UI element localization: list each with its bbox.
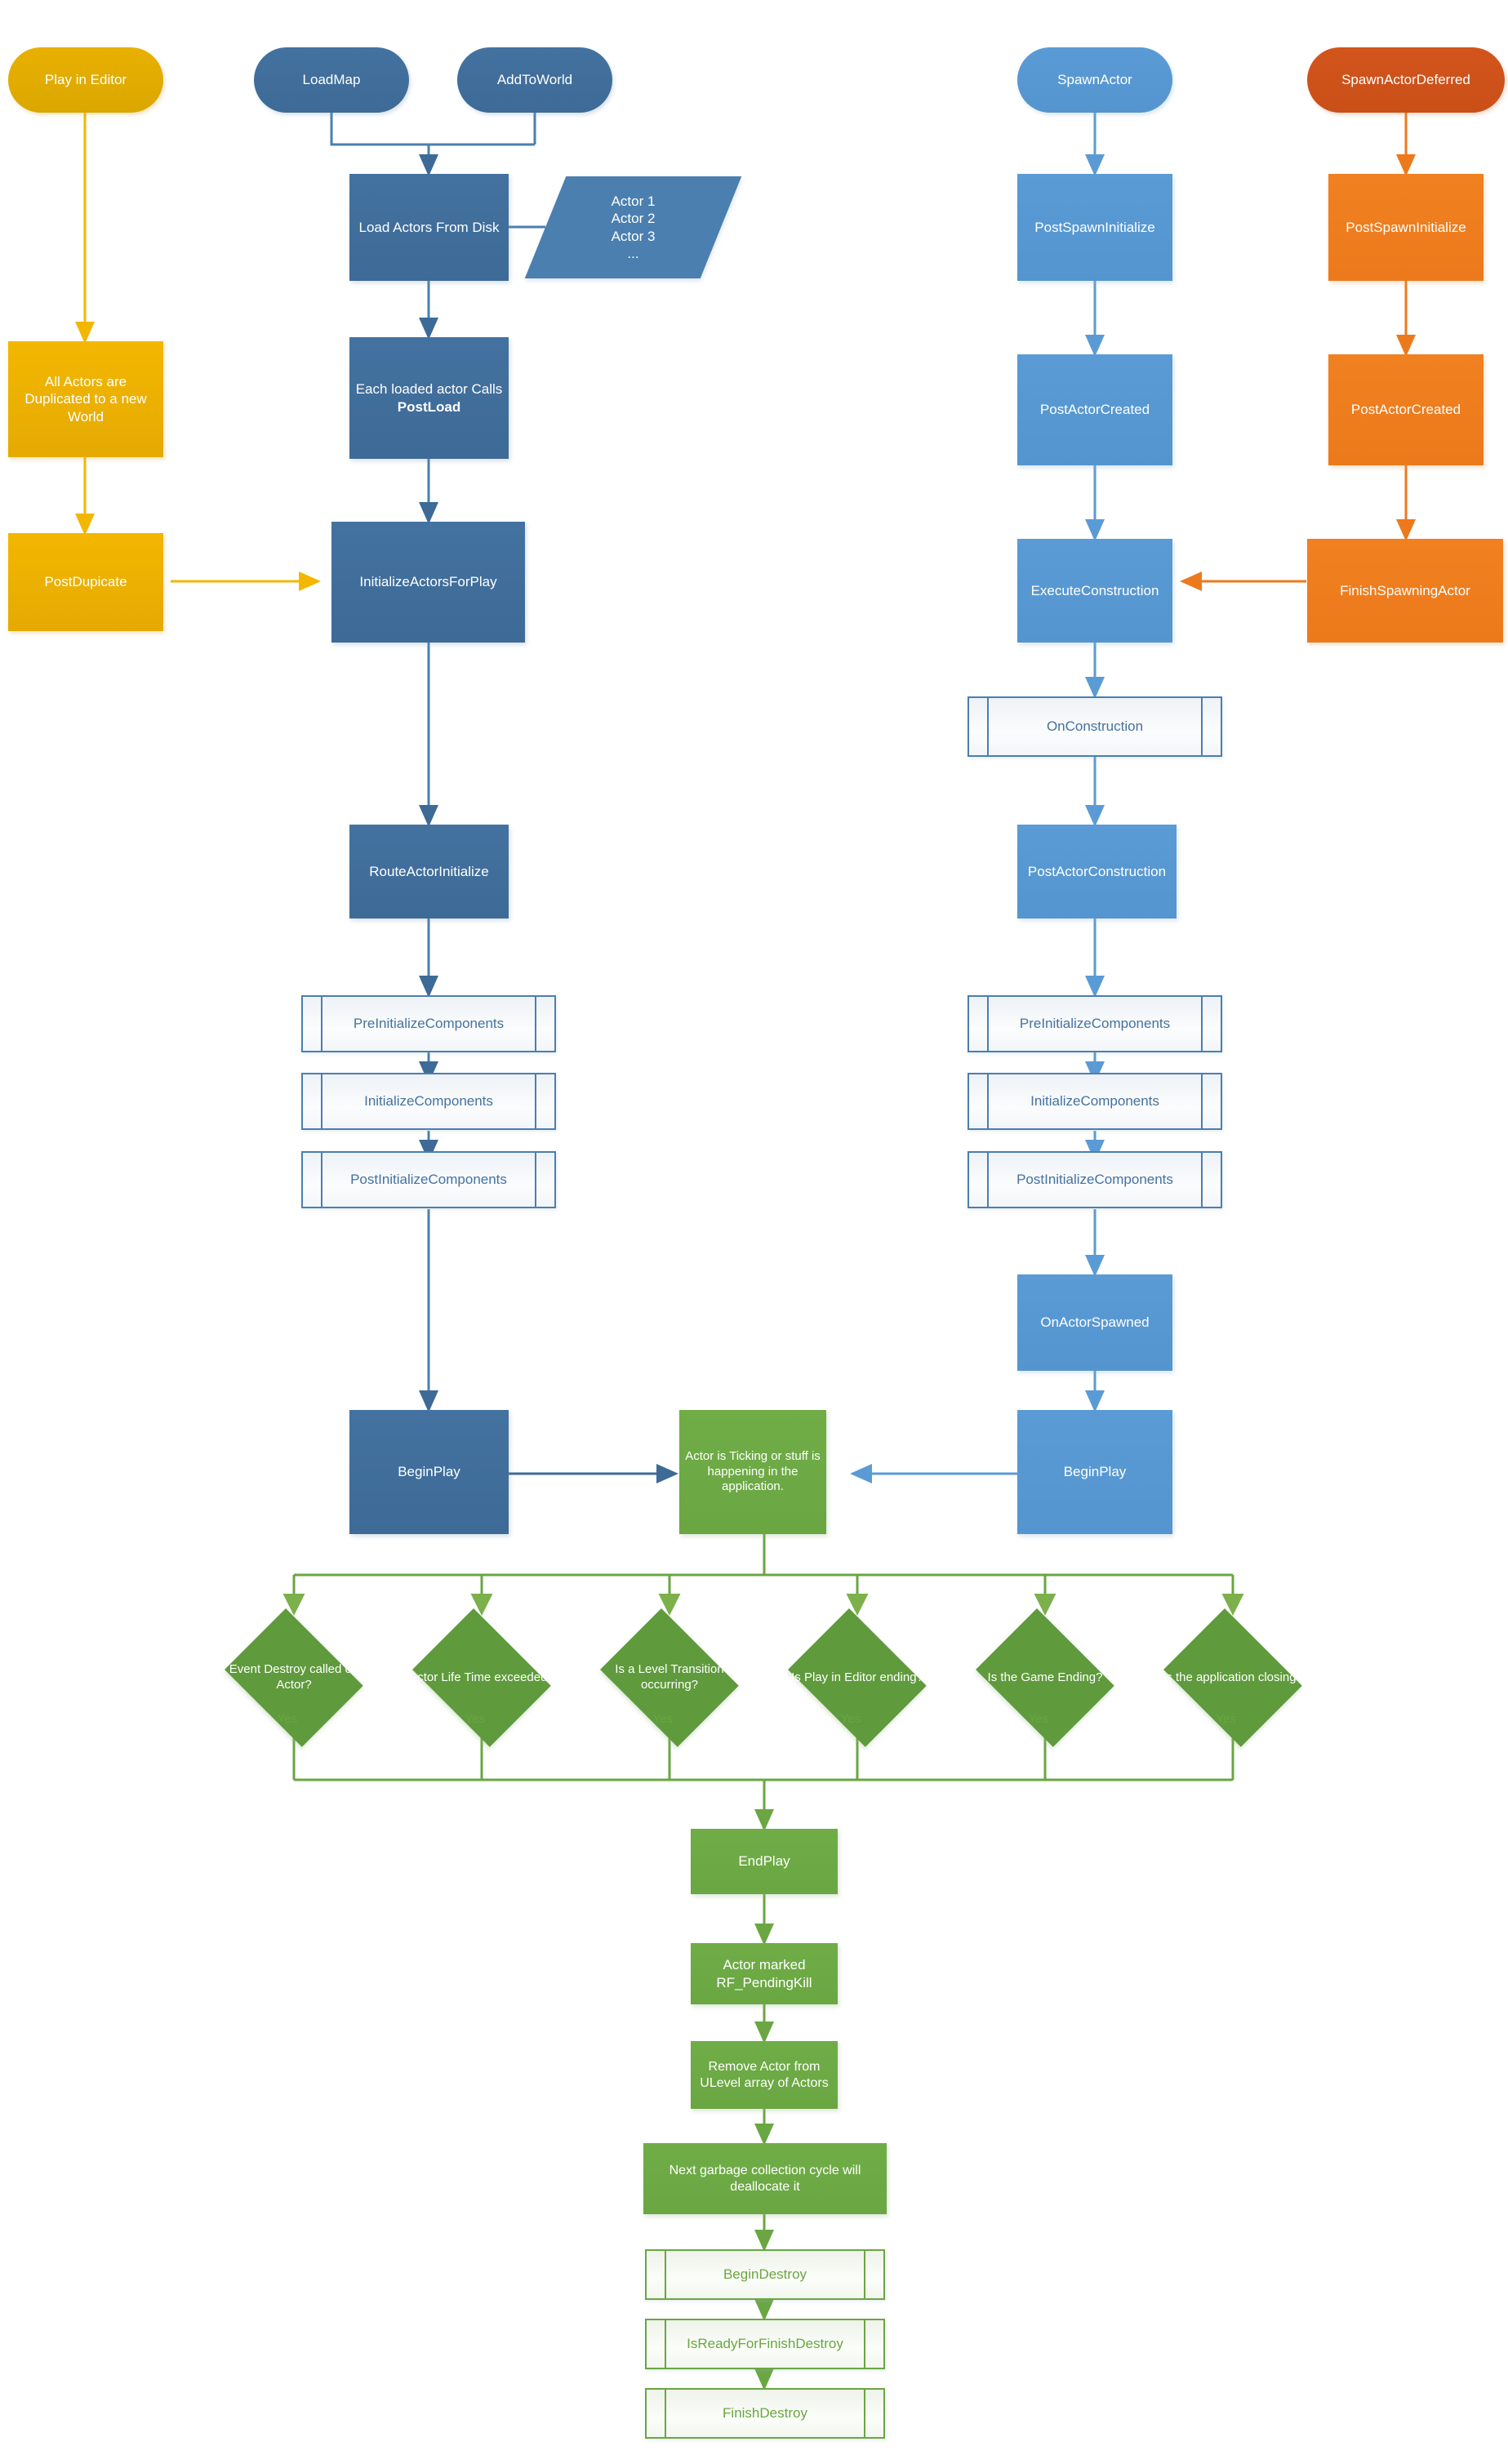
node-label: PostActorConstruction [1027,863,1167,879]
node-label: Next garbage collection cycle will deall… [669,2163,861,2194]
node-label: Each loaded actor Calls PostLoad [355,381,503,415]
node-label: PreInitializeComponents [353,1016,505,1032]
node-end-play[interactable]: EndPlay [691,1829,838,1894]
node-each-loaded-actor-postload[interactable]: Each loaded actor Calls PostLoad [349,337,509,459]
node-pre-initialize-components-left[interactable]: PreInitializeComponents [301,995,556,1052]
edge-label-yes-event-destroy: Yes [277,1712,297,1726]
node-post-initialize-components-left[interactable]: PostInitializeComponents [301,1151,556,1208]
node-is-ready-for-finish-destroy[interactable]: IsReadyForFinishDestroy [645,2319,885,2369]
decision-level-transition[interactable]: Is a Level Transition occurring? [592,1608,747,1747]
node-label: SpawnActorDeferred [1341,72,1470,88]
node-on-actor-spawned[interactable]: OnActorSpawned [1017,1274,1172,1371]
node-route-actor-initialize[interactable]: RouteActorInitialize [349,825,509,918]
node-label: OnConstruction [1046,718,1144,735]
node-spawn-actor[interactable]: SpawnActor [1017,47,1172,113]
node-label: PostSpawnInitialize [1346,219,1466,235]
node-initialize-components-left[interactable]: InitializeComponents [301,1073,556,1130]
edge-label-yes-level-transition: Yes [652,1712,673,1726]
node-play-in-editor[interactable]: Play in Editor [8,47,163,113]
decision-label: Actor Life Time exceeded? [409,1670,554,1684]
node-label: PostActorCreated [1350,402,1461,418]
decision-label: Is Play in Editor ending? [791,1670,923,1684]
edge-label-yes-actor-lifetime: Yes [465,1712,485,1726]
node-label: Load Actors From Disk [358,219,500,235]
node-initialize-actors-for-play[interactable]: InitializeActorsForPlay [331,522,525,643]
node-label: PreInitializeComponents [1019,1016,1171,1032]
node-label: PostInitializeComponents [350,1172,507,1188]
decision-event-destroy[interactable]: Event Destroy called on Actor? [216,1608,371,1747]
node-label: EndPlay [738,1853,790,1870]
node-remove-actor-from-ulevel[interactable]: Remove Actor from ULevel array of Actors [691,2041,838,2109]
decision-play-in-editor-end[interactable]: Is Play in Editor ending? [780,1608,935,1747]
node-label: RouteActorInitialize [369,863,489,879]
node-finish-destroy[interactable]: FinishDestroy [645,2388,885,2439]
node-label: Remove Actor from ULevel array of Actors [700,2059,829,2090]
node-label: All Actors are Duplicated to a new World [24,374,147,425]
node-label: LoadMap [302,72,361,88]
node-next-gc-cycle[interactable]: Next garbage collection cycle will deall… [643,2143,887,2214]
node-label: InitializeComponents [1030,1093,1159,1110]
node-begin-play-right[interactable]: BeginPlay [1017,1410,1172,1534]
node-post-actor-construction[interactable]: PostActorConstruction [1017,825,1177,918]
decision-label: Is the application closing? [1163,1670,1303,1684]
node-label: SpawnActor [1057,72,1132,88]
edge-label-yes-application-closing: Yes [1216,1712,1236,1726]
node-label: ExecuteConstruction [1030,582,1159,598]
node-label: AddToWorld [496,72,573,88]
node-post-duplicate[interactable]: PostDupicate [8,533,163,631]
node-post-initialize-components-right[interactable]: PostInitializeComponents [968,1151,1222,1208]
node-label: IsReadyForFinishDestroy [687,2336,843,2352]
node-add-to-world[interactable]: AddToWorld [457,47,612,113]
node-post-actor-created-spawnactor[interactable]: PostActorCreated [1017,354,1172,465]
node-label: PostActorCreated [1039,402,1150,418]
decision-game-ending[interactable]: Is the Game Ending? [968,1608,1123,1747]
node-actor-ticking[interactable]: Actor is Ticking or stuff is happening i… [679,1410,826,1534]
node-actor-marked-pendingkill[interactable]: Actor marked RF_PendingKill [691,1943,838,2004]
node-actor-list[interactable]: Actor 1 Actor 2 Actor 3 ... [524,176,742,278]
node-load-map[interactable]: LoadMap [254,47,409,113]
node-label: BeginPlay [1063,1464,1127,1480]
node-begin-destroy[interactable]: BeginDestroy [645,2249,885,2300]
decision-label: Is a Level Transition occurring? [615,1662,724,1692]
decision-label: Is the Game Ending? [987,1670,1103,1684]
node-execute-construction[interactable]: ExecuteConstruction [1017,539,1172,643]
node-spawn-actor-deferred[interactable]: SpawnActorDeferred [1307,47,1505,113]
node-load-actors-from-disk[interactable]: Load Actors From Disk [349,174,509,281]
node-label: InitializeComponents [364,1093,493,1110]
decision-actor-lifetime[interactable]: Actor Life Time exceeded? [404,1608,559,1747]
node-label: FinishSpawningActor [1340,582,1470,598]
node-pre-initialize-components-right[interactable]: PreInitializeComponents [968,995,1222,1052]
node-initialize-components-right[interactable]: InitializeComponents [968,1073,1222,1130]
node-label: Actor marked RF_PendingKill [716,1957,812,1990]
edge-label-yes-play-in-editor-end: Yes [840,1712,861,1726]
edge-label-yes-game-ending: Yes [1028,1712,1048,1726]
node-post-spawn-initialize-deferred[interactable]: PostSpawnInitialize [1328,174,1484,281]
node-label: Actor 1 Actor 2 Actor 3 ... [611,193,656,261]
node-label: PostSpawnInitialize [1034,219,1155,235]
node-label: PostInitializeComponents [1016,1172,1173,1188]
decision-label: Event Destroy called on Actor? [229,1662,359,1692]
node-on-construction[interactable]: OnConstruction [968,696,1222,757]
node-label: FinishDestroy [723,2405,807,2422]
node-label: BeginPlay [398,1464,460,1480]
node-label: OnActorSpawned [1040,1314,1150,1331]
node-finish-spawning-actor[interactable]: FinishSpawningActor [1307,539,1503,643]
node-post-actor-created-deferred[interactable]: PostActorCreated [1328,354,1484,465]
node-post-spawn-initialize-spawnactor[interactable]: PostSpawnInitialize [1017,174,1172,281]
node-label: Actor is Ticking or stuff is happening i… [685,1448,821,1494]
node-label: BeginDestroy [723,2266,807,2283]
node-all-actors-duplicated[interactable]: All Actors are Duplicated to a new World [8,341,163,457]
decision-application-closing[interactable]: Is the application closing? [1155,1608,1310,1747]
node-label: Play in Editor [44,72,127,88]
node-begin-play-left[interactable]: BeginPlay [349,1410,509,1534]
node-label: PostDupicate [44,574,127,590]
node-label: InitializeActorsForPlay [359,574,497,590]
